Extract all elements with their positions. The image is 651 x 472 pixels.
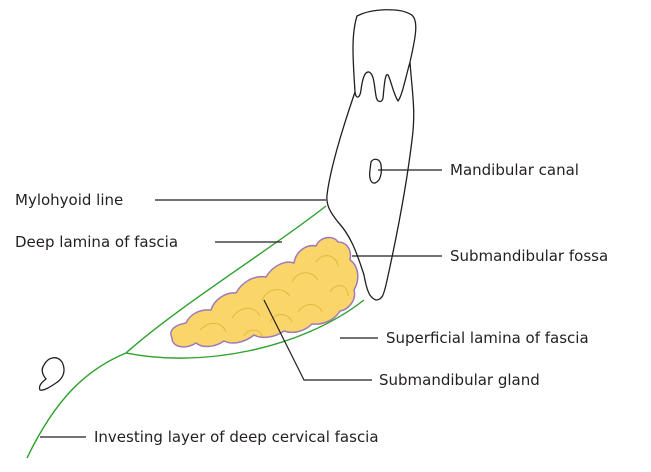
label-deep-lamina: Deep lamina of fascia (15, 233, 178, 251)
submandibular-gland-shape (171, 237, 358, 346)
label-mylohyoid-line: Mylohyoid line (15, 191, 123, 209)
hyoid-bone-shape (39, 358, 64, 390)
label-submandibular-gland: Submandibular gland (379, 371, 540, 389)
label-mandibular-canal: Mandibular canal (450, 161, 579, 179)
mandibular-canal-shape (370, 159, 382, 183)
label-superficial-lamina: Superficial lamina of fascia (386, 329, 589, 347)
label-submandibular-fossa: Submandibular fossa (450, 247, 608, 265)
label-investing-layer: Investing layer of deep cervical fascia (94, 428, 379, 446)
